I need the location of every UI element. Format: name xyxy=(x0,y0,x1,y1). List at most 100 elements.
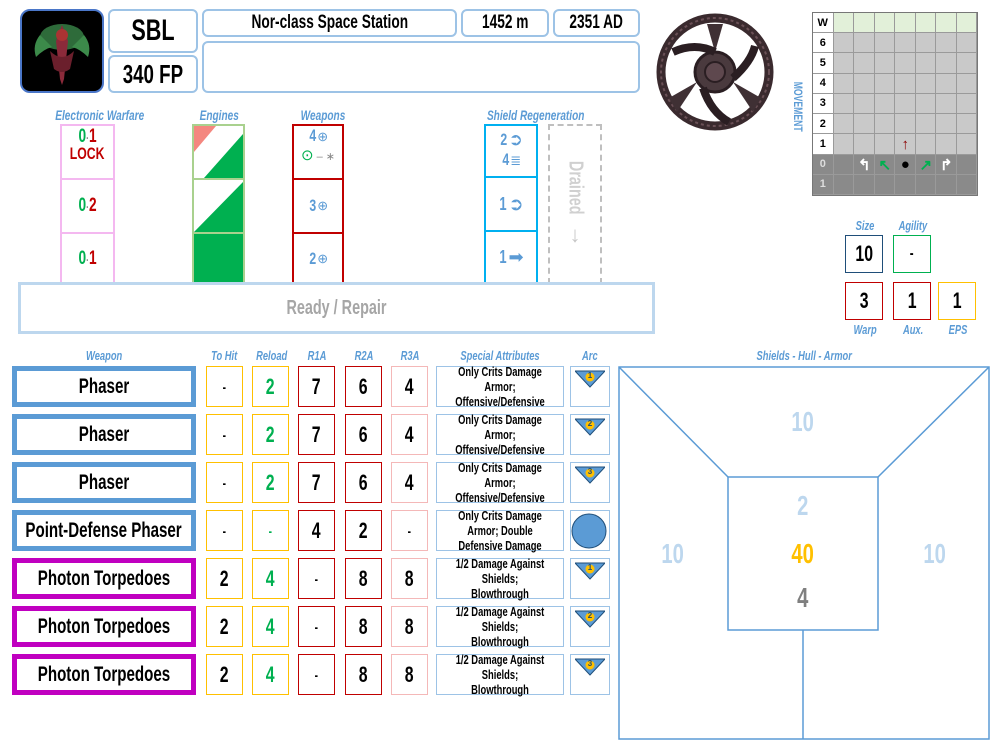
movement-cell[interactable] xyxy=(956,93,977,115)
engine-slot-1[interactable] xyxy=(194,126,243,180)
armor-value[interactable]: 4 xyxy=(797,582,809,613)
movement-cell[interactable] xyxy=(956,73,977,94)
movement-cell[interactable] xyxy=(956,53,977,74)
movement-cell[interactable] xyxy=(874,114,895,135)
movement-cell[interactable] xyxy=(854,134,875,155)
phaser-icon: ⊕ xyxy=(317,129,329,144)
movement-cell[interactable] xyxy=(874,93,895,115)
movement-cell[interactable] xyxy=(833,73,854,94)
shield-front[interactable]: 10 xyxy=(791,406,815,437)
ew-slot-1[interactable]: 0·1 LOCK xyxy=(62,126,113,180)
movement-cell[interactable] xyxy=(936,154,957,175)
movement-cell[interactable] xyxy=(936,13,957,34)
movement-cell[interactable] xyxy=(833,174,854,195)
shield-left[interactable]: 10 xyxy=(661,538,685,569)
arc-icon xyxy=(573,370,607,388)
shield-regen-slot-1[interactable]: 2➲ 4≣ xyxy=(486,126,536,178)
engine-slot-2[interactable] xyxy=(194,180,243,234)
movement-cell[interactable] xyxy=(895,174,916,195)
weapons-sys-slot-2[interactable]: 3⊕ xyxy=(294,180,342,234)
movement-cell[interactable] xyxy=(854,154,875,175)
movement-cell[interactable] xyxy=(915,73,936,94)
weapon-name[interactable]: Phaser xyxy=(12,462,196,503)
movement-cell[interactable] xyxy=(956,174,977,195)
ready-repair-box[interactable]: Ready / Repair xyxy=(18,282,655,334)
movement-cell[interactable] xyxy=(936,33,957,54)
movement-cell[interactable] xyxy=(895,53,916,74)
movement-cell[interactable] xyxy=(915,114,936,135)
weapon-name[interactable]: Photon Torpedoes xyxy=(12,558,196,599)
movement-cell[interactable] xyxy=(915,13,936,34)
movement-cell[interactable] xyxy=(915,134,936,155)
movement-cell[interactable] xyxy=(915,93,936,115)
shield-regen-title: Shield Regeneration xyxy=(486,107,585,123)
shield-regen-slot-3[interactable]: 1➡ xyxy=(499,246,524,267)
movement-cell[interactable] xyxy=(895,154,916,175)
movement-cell[interactable] xyxy=(833,134,854,155)
movement-cell[interactable] xyxy=(874,73,895,94)
arc-icon xyxy=(573,610,607,628)
movement-cell[interactable] xyxy=(833,114,854,135)
weapons-sys-slot-3[interactable]: 2⊕ xyxy=(309,249,329,268)
movement-cell[interactable] xyxy=(854,13,875,34)
movement-cell[interactable] xyxy=(854,53,875,74)
ew-slot-2[interactable]: 0·2 xyxy=(62,180,113,234)
movement-cell[interactable] xyxy=(895,93,916,115)
ew-slot-3[interactable]: 0·1 xyxy=(78,248,97,269)
movement-cell[interactable] xyxy=(895,114,916,135)
shield-right[interactable]: 10 xyxy=(923,538,947,569)
movement-cell[interactable] xyxy=(833,93,854,115)
movement-cell[interactable] xyxy=(833,53,854,74)
movement-cell[interactable] xyxy=(936,73,957,94)
movement-cell[interactable] xyxy=(854,174,875,195)
movement-cell[interactable] xyxy=(874,33,895,54)
movement-cell[interactable] xyxy=(874,134,895,155)
movement-cell[interactable] xyxy=(956,13,977,34)
movement-cell[interactable] xyxy=(915,174,936,195)
movement-cell[interactable] xyxy=(956,154,977,175)
movement-cell[interactable] xyxy=(915,33,936,54)
weapon-name[interactable]: Phaser xyxy=(12,366,196,407)
movement-cell[interactable] xyxy=(936,174,957,195)
weapon-name[interactable]: Photon Torpedoes xyxy=(12,606,196,647)
movement-cell[interactable] xyxy=(854,114,875,135)
movement-cell[interactable] xyxy=(833,154,854,175)
weapon-name[interactable]: Point-Defense Phaser xyxy=(12,510,196,551)
movement-cell[interactable] xyxy=(936,134,957,155)
shield-regen-slot-2[interactable]: 1➲ xyxy=(486,178,536,232)
movement-cell[interactable] xyxy=(895,134,916,155)
shield-center[interactable]: 2 xyxy=(797,490,809,521)
movement-cell[interactable] xyxy=(915,53,936,74)
movement-cell[interactable] xyxy=(833,33,854,54)
movement-cell[interactable] xyxy=(956,33,977,54)
movement-cell[interactable] xyxy=(895,33,916,54)
arc-full-icon xyxy=(571,513,607,549)
weapon-r1a: - xyxy=(298,654,335,695)
drained-box[interactable]: Drained ↓ xyxy=(548,124,602,284)
movement-cell[interactable] xyxy=(936,53,957,74)
weapon-name[interactable]: Phaser xyxy=(12,414,196,455)
movement-cell[interactable] xyxy=(833,13,854,34)
movement-cell[interactable] xyxy=(936,93,957,115)
movement-cell[interactable] xyxy=(854,33,875,54)
movement-cell[interactable] xyxy=(874,13,895,34)
movement-cell[interactable] xyxy=(936,114,957,135)
movement-cell[interactable] xyxy=(874,53,895,74)
hull-value[interactable]: 40 xyxy=(791,538,815,569)
arrow-down-icon: ↓ xyxy=(569,222,581,247)
engine-slot-3[interactable] xyxy=(194,234,243,284)
movement-cell[interactable] xyxy=(874,154,895,175)
movement-cell[interactable] xyxy=(895,73,916,94)
movement-cell[interactable] xyxy=(956,114,977,135)
movement-cell[interactable] xyxy=(854,93,875,115)
movement-cell[interactable] xyxy=(956,134,977,155)
weapon-arc: 1 xyxy=(570,366,610,407)
weapon-r3a: 8 xyxy=(391,558,428,599)
movement-cell[interactable] xyxy=(915,154,936,175)
weapons-sys-slot-1[interactable]: 4⊕ ⊙ – ∗ xyxy=(294,126,342,180)
movement-cell[interactable] xyxy=(874,174,895,195)
movement-cell[interactable] xyxy=(854,73,875,94)
movement-cell[interactable] xyxy=(895,13,916,34)
weapon-name[interactable]: Photon Torpedoes xyxy=(12,654,196,695)
hdr-tohit: To Hit xyxy=(210,348,238,363)
